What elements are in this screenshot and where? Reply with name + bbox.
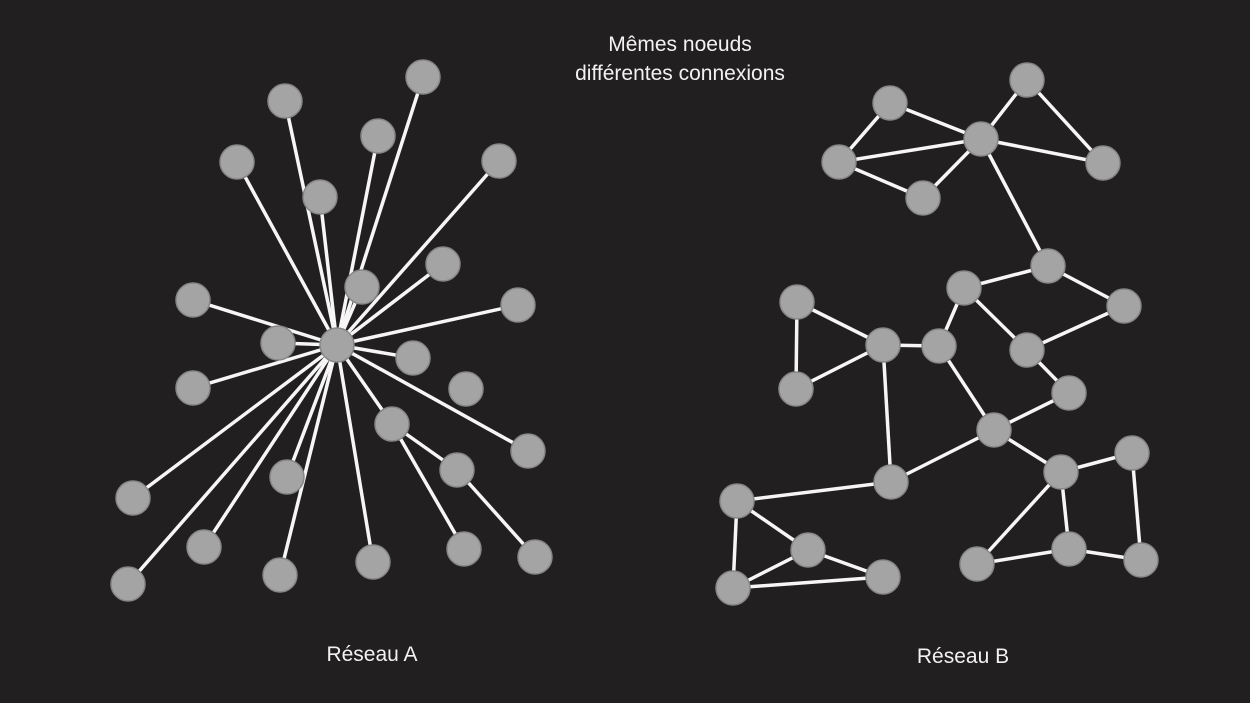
title-line-1: Mêmes noeuds [608,33,752,56]
network-b [715,62,1159,606]
network-b-label: Réseau B [916,645,1010,668]
network-a-node [374,406,410,442]
network-a-node [175,370,211,406]
network-a-node [302,179,338,215]
network-b-node [1114,435,1150,471]
network-b-node [1051,375,1087,411]
network-a-node [260,325,296,361]
network-b-node [1051,531,1087,567]
network-a-edge [335,343,375,564]
network-b-node [715,570,751,606]
network-a-node [262,557,298,593]
network-a-edge [191,298,339,347]
network-a-node [500,287,536,323]
network-b-node [821,144,857,180]
network-b-node [959,546,995,582]
network-b-node [1085,145,1121,181]
network-a-node [175,282,211,318]
network-b-edge [735,480,893,503]
network-a-node [269,459,305,495]
network-a [110,59,553,602]
network-a-edge [335,303,520,347]
network-b-node [865,327,901,363]
network-a-edge [455,468,537,559]
network-a-node [448,371,484,407]
network-b-edge [979,137,1105,165]
network-b-edge [881,343,893,484]
network-a-edge [285,343,339,479]
network-a-edge [390,422,466,551]
network-a-node [319,327,355,363]
title-line-2: différentes connexions [575,62,785,85]
network-b-edge [1130,451,1143,562]
network-a-label: Réseau A [326,643,418,666]
network-a-edge [335,262,445,347]
network-b-node [1030,248,1066,284]
network-a-node [481,143,517,179]
network-b-edge [1025,304,1126,352]
network-a-edge [126,343,339,586]
network-b-edge [1025,78,1105,165]
network-a-node [439,452,475,488]
network-a-edge [131,343,339,500]
network-a-node [446,531,482,567]
network-a-edge [191,343,339,390]
network-b-node [865,559,901,595]
network-a-edge [335,343,530,453]
network-a-edge [283,99,339,347]
network-a-node [110,566,146,602]
network-b-node [778,371,814,407]
network-a-node [517,539,553,575]
network-b-edge [975,470,1063,566]
network-b-node [1009,332,1045,368]
network-b-node [719,483,755,519]
diagram-title: Mêmes noeuds différentes connexions [575,30,785,88]
network-b-edge [889,428,996,484]
network-a-edge [335,75,425,347]
network-a-edge [278,343,339,577]
network-b-node [946,270,982,306]
network-a-node [344,269,380,305]
network-b-edge [837,137,983,164]
network-a-node [355,544,391,580]
network-a-node [360,118,396,154]
network-a-node [425,246,461,282]
network-a-node [510,433,546,469]
network-a-node [267,83,303,119]
network-b-node [963,121,999,157]
network-a-edge [318,195,339,347]
network-a-edge [202,343,339,549]
network-b-node [1106,288,1142,324]
network-a-node [405,59,441,95]
network-a-edge [335,159,501,347]
network-b-node [1009,62,1045,98]
network-a-edge [235,160,339,347]
network-b-node [872,85,908,121]
network-a-node [219,144,255,180]
network-b-node [1123,542,1159,578]
network-b-edge [979,137,1050,268]
network-b-node [790,532,826,568]
network-b-edge [731,575,885,590]
network-b-node [873,464,909,500]
network-b-node [1043,454,1079,490]
network-b-node [905,180,941,216]
network-b-node [921,328,957,364]
network-b-node [976,412,1012,448]
network-a-node [115,480,151,516]
network-a-edge [335,134,380,347]
network-b-node [779,284,815,320]
network-a-node [186,529,222,565]
network-a-node [395,340,431,376]
